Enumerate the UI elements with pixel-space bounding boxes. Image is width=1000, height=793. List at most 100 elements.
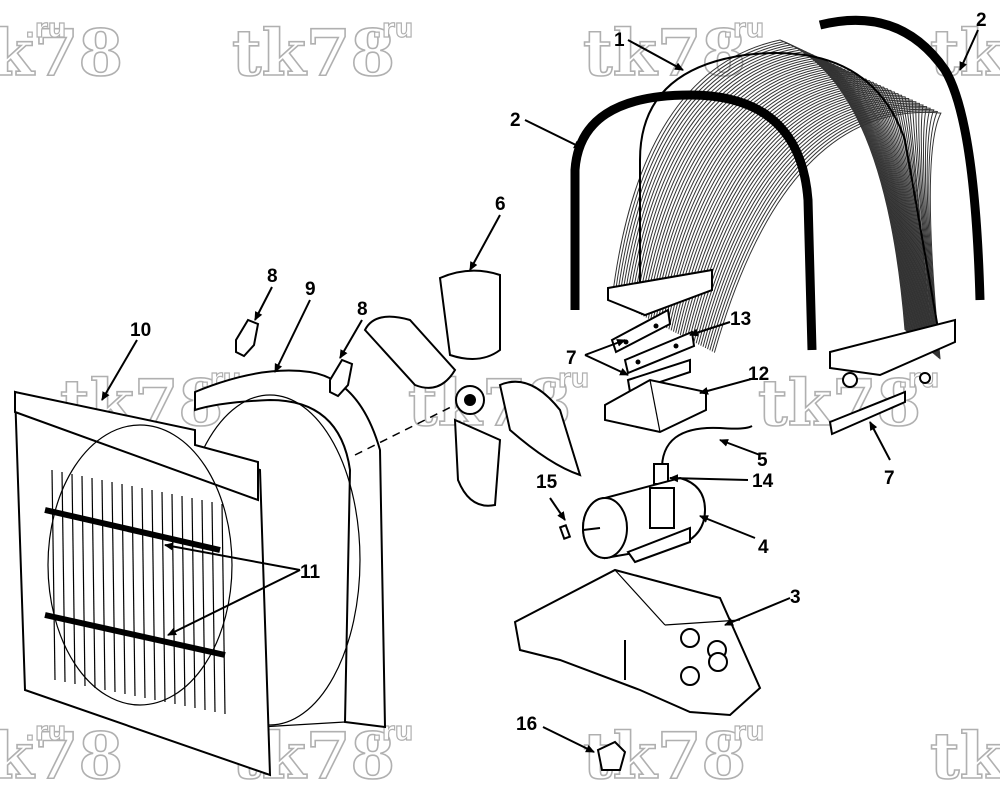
svg-text:.ru: .ru xyxy=(25,14,66,44)
coil-fin xyxy=(631,54,913,336)
coil-fin xyxy=(647,65,918,341)
coil-bracket-left xyxy=(607,268,713,317)
svg-text:tk78: tk78 xyxy=(930,719,1000,793)
svg-text:.ru: .ru xyxy=(372,14,413,44)
coil-fin xyxy=(702,104,937,357)
watermark: tk78.ru xyxy=(582,716,765,793)
grille-bar xyxy=(181,495,186,707)
coil-fin xyxy=(659,73,922,344)
grille-bar xyxy=(101,479,106,691)
coil-fin xyxy=(697,101,936,355)
coil-fin xyxy=(695,99,935,355)
callout-8: 8 xyxy=(267,266,278,287)
coil-fin xyxy=(686,93,932,352)
assembly-axis xyxy=(354,404,456,456)
motor-mount xyxy=(513,568,762,717)
watermark: tk78.ru xyxy=(231,13,414,91)
coil-bracket-right xyxy=(829,318,956,388)
svg-text:.ru: .ru xyxy=(898,364,939,394)
coil-fin xyxy=(668,80,925,347)
coil-fin xyxy=(666,78,925,346)
callout-12: 12 xyxy=(748,364,769,385)
callout-labels: 1 2 2 3 4 5 6 7 7 8 8 9 10 11 12 13 14 1… xyxy=(130,10,987,735)
svg-text:.ru: .ru xyxy=(723,14,764,44)
coil-fin xyxy=(652,68,920,342)
callout-14: 14 xyxy=(752,471,774,492)
coil-fin xyxy=(654,70,921,343)
fan-blade xyxy=(363,269,582,507)
mount-clip xyxy=(596,740,627,771)
grille-bar xyxy=(141,487,146,699)
svg-text:.ru: .ru xyxy=(548,364,589,394)
callout-2: 2 xyxy=(510,110,521,131)
watermark: tk78.ru xyxy=(582,13,765,91)
grille-bar xyxy=(171,493,176,705)
grille-bar xyxy=(51,469,56,681)
coil-fin xyxy=(713,111,942,360)
grille-bar xyxy=(61,471,66,683)
svg-text:.ru: .ru xyxy=(723,717,764,747)
coil-fin xyxy=(670,81,926,347)
leader-lines xyxy=(101,29,979,753)
callout-15: 15 xyxy=(536,472,558,493)
heater-coil xyxy=(611,39,942,360)
coil-fin xyxy=(679,88,929,350)
grille-bar xyxy=(221,503,226,715)
svg-text:.ru: .ru xyxy=(25,717,66,747)
grille-panel xyxy=(13,390,272,777)
coil-fin xyxy=(693,97,934,354)
svg-text:tk78: tk78 xyxy=(583,719,746,793)
power-cable xyxy=(660,425,753,473)
coil-fin xyxy=(629,52,912,336)
coil-fin xyxy=(620,45,909,333)
grille-bar xyxy=(161,491,166,703)
callout-3: 3 xyxy=(790,587,801,608)
coil-fin xyxy=(641,60,916,339)
coil-fin xyxy=(677,86,929,349)
watermark: tk78.ru xyxy=(0,13,124,91)
shroud-clip xyxy=(329,358,354,398)
coil-fin xyxy=(625,49,911,334)
coil-fin xyxy=(618,44,908,332)
grille-crossbar xyxy=(44,507,221,553)
grille-bar xyxy=(111,481,116,693)
coil-fin xyxy=(707,107,939,358)
grille-bar xyxy=(131,485,136,697)
grille-bar xyxy=(81,475,86,687)
shroud-clip xyxy=(235,318,260,358)
coil-fin xyxy=(613,41,907,331)
callout-16: 16 xyxy=(516,714,537,735)
coil-fin xyxy=(682,89,930,351)
fan-motor xyxy=(582,476,707,564)
shaft-key xyxy=(558,524,572,540)
coil-fin xyxy=(711,110,940,359)
watermark: tk78.ru xyxy=(0,716,124,793)
coil-fin xyxy=(645,63,918,340)
mounting-strap xyxy=(828,390,906,436)
svg-text:tk78: tk78 xyxy=(0,16,123,91)
coil-fin xyxy=(700,102,936,356)
callout-7: 7 xyxy=(566,348,577,369)
callout-11: 11 xyxy=(300,562,321,583)
svg-text:tk78: tk78 xyxy=(0,719,123,793)
callout-7: 7 xyxy=(884,468,895,489)
callout-5: 5 xyxy=(757,450,768,471)
callout-9: 9 xyxy=(305,279,316,300)
callout-8: 8 xyxy=(357,299,368,320)
grille-bar xyxy=(121,483,126,695)
callout-1: 1 xyxy=(614,30,625,51)
coil-fin xyxy=(663,76,924,345)
arch-seal-rear xyxy=(818,15,985,301)
watermark-layer: tk78.ru tk78.ru tk78.ru tk78 tk78.ru tk7… xyxy=(0,13,1000,793)
coil-fin xyxy=(622,47,910,334)
coil-fin xyxy=(661,75,923,345)
arch-seal-front xyxy=(570,90,817,351)
grille-bar xyxy=(71,473,76,685)
coil-fin xyxy=(684,91,931,351)
grille-crossbar xyxy=(44,612,226,658)
svg-text:tk78: tk78 xyxy=(583,16,746,91)
grille-bar xyxy=(151,489,156,701)
callout-6: 6 xyxy=(495,194,506,215)
coil-fin xyxy=(657,71,922,344)
